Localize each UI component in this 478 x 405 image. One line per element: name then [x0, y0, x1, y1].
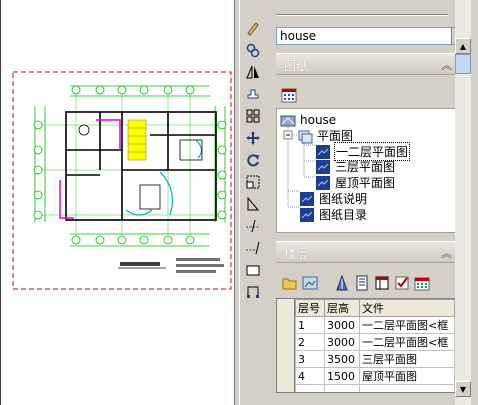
cell-floor[interactable]: 1 — [295, 316, 325, 334]
check-list-icon[interactable] — [394, 275, 410, 291]
modify-toolbar — [239, 0, 269, 405]
trim-icon[interactable] — [243, 216, 263, 236]
project-combo-value: house — [280, 29, 317, 43]
rect-icon[interactable] — [243, 260, 263, 280]
new-drawing-icon[interactable] — [280, 86, 298, 104]
drawings-section-header[interactable]: 图纸 ︽ — [276, 53, 458, 75]
collapse-icon[interactable]: ︽ — [441, 59, 452, 72]
row-header-column — [276, 298, 294, 393]
floors-grid: 层号 层高 文件 1 3000 一二层平面图<框 2 3000 一二层平面图<框… — [295, 299, 455, 392]
tree-root[interactable]: house — [280, 112, 337, 128]
mirror-icon[interactable] — [243, 62, 263, 82]
corner-icon[interactable] — [243, 282, 263, 302]
tree-lines — [283, 127, 315, 208]
floors-toolbar — [276, 271, 458, 295]
pen-icon[interactable] — [243, 18, 263, 38]
collapse-icon[interactable]: ︽ — [441, 247, 452, 260]
splitter-handle[interactable] — [234, 0, 240, 405]
drawing-file-icon — [300, 207, 314, 222]
cell-floor[interactable]: 3 — [295, 350, 325, 368]
col-header-floor[interactable]: 层号 — [295, 299, 325, 317]
project-combo[interactable]: house — [276, 27, 469, 45]
tree-node-floor-3-label: 三层平面图 — [335, 160, 396, 174]
tree-node-roof-label: 屋顶平面图 — [335, 176, 396, 190]
drawing-file-icon — [316, 159, 330, 174]
tree-node-plans-label: 平面图 — [317, 129, 354, 143]
stretch-icon[interactable] — [243, 194, 263, 214]
floors-section-title: 楼层 — [284, 247, 309, 261]
tree-node-floor-1-2[interactable]: 一二层平面图 — [315, 142, 411, 161]
drawing-canvas[interactable] — [0, 0, 240, 405]
stamp-icon[interactable] — [243, 84, 263, 104]
grid-add-icon[interactable] — [414, 275, 430, 291]
tree-node-floor-3[interactable]: 三层平面图 — [315, 158, 396, 175]
tree-node-plans[interactable]: 平面图 — [297, 127, 354, 144]
tree-node-notes[interactable]: 图纸说明 — [299, 190, 368, 207]
drawing-file-icon — [316, 144, 330, 159]
floors-stack-icon[interactable] — [354, 275, 370, 291]
cell-file[interactable]: 三层平面图 — [359, 350, 455, 368]
open-folder-icon[interactable] — [282, 275, 298, 291]
extend-icon[interactable] — [243, 238, 263, 258]
panel-grip[interactable] — [276, 14, 448, 16]
scale-icon[interactable] — [243, 172, 263, 192]
rotate-icon[interactable] — [243, 150, 263, 170]
cell-floor[interactable]: 2 — [295, 333, 325, 351]
scroll-up-icon[interactable]: ▲ — [455, 38, 471, 54]
tree-node-notes-label: 图纸说明 — [319, 192, 368, 206]
col-header-height[interactable]: 层高 — [324, 299, 360, 317]
picture-icon[interactable] — [302, 275, 318, 291]
table-row[interactable]: 4 1500 屋顶平面图 — [295, 367, 455, 385]
table-row[interactable]: 2 3000 一二层平面图<框 — [295, 333, 455, 351]
project-panel: × house 图纸 ︽ house — [268, 0, 478, 405]
tree-root-label: house — [300, 113, 337, 127]
array-icon[interactable] — [243, 106, 263, 126]
cell-height[interactable]: 1500 — [324, 367, 360, 385]
panel-scrollbar[interactable]: ▲ ▼ — [455, 0, 471, 405]
floors-table: 层号 层高 文件 1 3000 一二层平面图<框 2 3000 一二层平面图<框… — [294, 298, 458, 393]
drawings-section-title: 图纸 — [284, 59, 309, 73]
cell-floor[interactable]: 4 — [295, 367, 325, 385]
tree-node-index-label: 图纸目录 — [319, 208, 368, 222]
cell-height[interactable]: 3500 — [324, 350, 360, 368]
tree-node-floor-1-2-label: 一二层平面图 — [334, 142, 411, 161]
col-header-file[interactable]: 文件 — [359, 299, 455, 317]
house-icon — [280, 115, 296, 127]
drawings-tree: house 平面图 一二层平面图 — [276, 108, 458, 233]
scroll-thumb[interactable] — [455, 54, 471, 74]
cell-height[interactable]: 3000 — [324, 333, 360, 351]
cell-file[interactable]: 屋顶平面图 — [359, 367, 455, 385]
drawing-file-icon — [300, 191, 314, 206]
move-icon[interactable] — [243, 128, 263, 148]
scroll-down-icon[interactable]: ▼ — [455, 381, 471, 397]
folder-drawings-icon — [298, 130, 313, 143]
tree-node-roof[interactable]: 屋顶平面图 — [315, 174, 396, 191]
link-icon[interactable] — [243, 40, 263, 60]
table-header-row: 层号 层高 文件 — [295, 299, 455, 317]
cell-height[interactable]: 3000 — [324, 316, 360, 334]
table-icon[interactable] — [374, 275, 390, 291]
floors-section-header[interactable]: 楼层 ︽ — [276, 241, 458, 263]
print-frame — [12, 71, 232, 290]
drawing-file-icon — [316, 175, 330, 190]
table-row-empty[interactable] — [295, 384, 455, 392]
table-row[interactable]: 3 3500 三层平面图 — [295, 350, 455, 368]
tree-node-index[interactable]: 图纸目录 — [299, 206, 368, 223]
table-row[interactable]: 1 3000 一二层平面图<框 — [295, 316, 455, 334]
cell-file[interactable]: 一二层平面图<框 — [359, 333, 455, 351]
building-icon[interactable] — [334, 275, 350, 291]
cell-file[interactable]: 一二层平面图<框 — [359, 316, 455, 334]
